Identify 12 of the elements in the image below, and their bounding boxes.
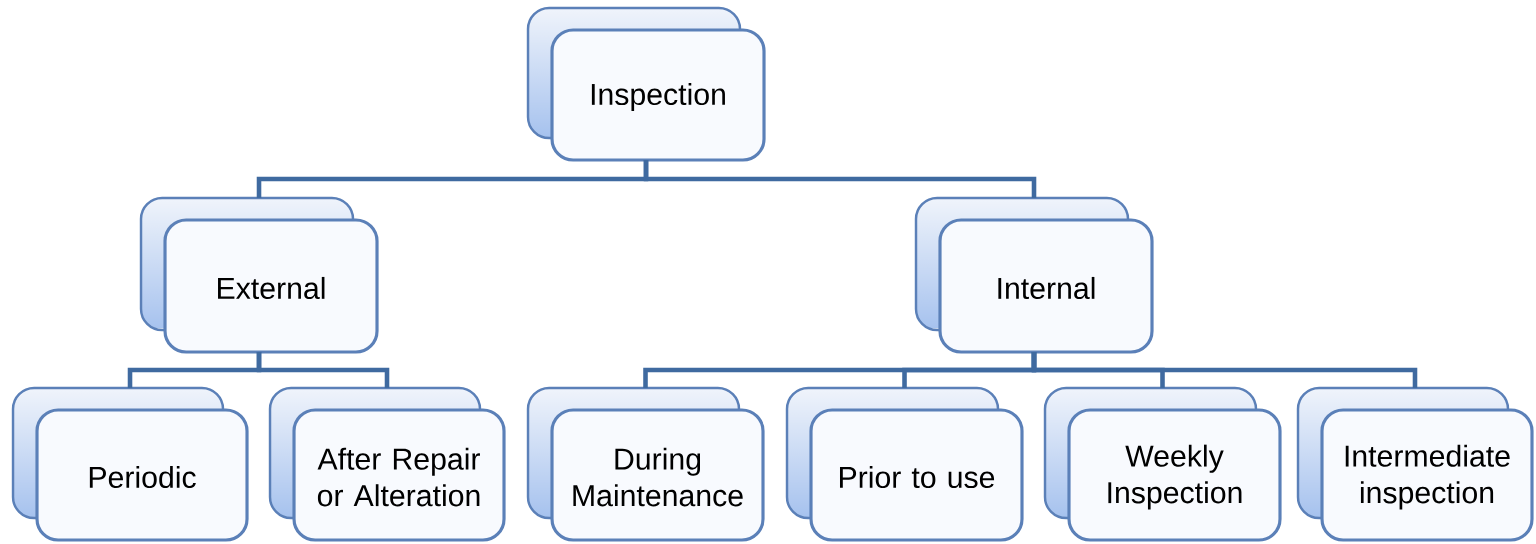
hierarchy-box: Prior to use xyxy=(785,386,1024,542)
connector-line xyxy=(1031,352,1418,388)
hierarchy-box: Intermediate inspection xyxy=(1296,386,1534,542)
hierarchy-box: Internal xyxy=(914,196,1154,354)
hierarchy-box: After Repair or Alteration xyxy=(268,386,506,542)
connector-line xyxy=(643,160,1037,198)
hierarchy-box: Periodic xyxy=(11,386,249,542)
hierarchy-box: Weekly Inspection xyxy=(1043,386,1282,542)
hierarchy-box: Inspection xyxy=(526,6,766,162)
connector-line xyxy=(256,352,390,388)
hierarchy-box: External xyxy=(139,196,379,354)
hierarchy-box: During Maintenance xyxy=(526,386,765,542)
